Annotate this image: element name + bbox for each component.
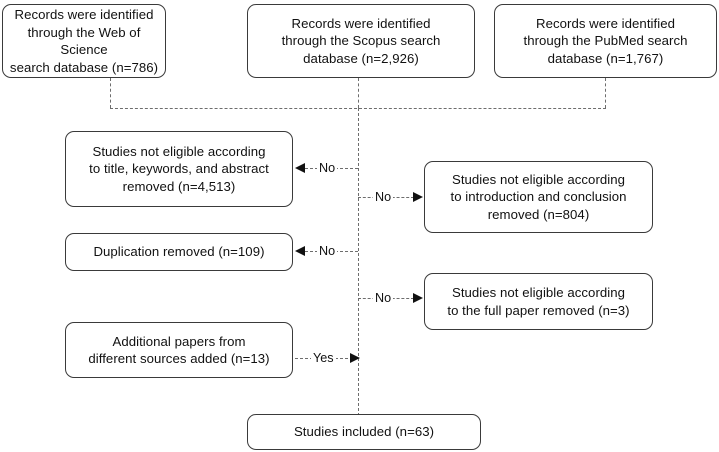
arrowhead-no-1-right: [413, 192, 423, 202]
edge-label-no-1-left: No: [317, 161, 338, 175]
arrowhead-no-2-right: [413, 293, 423, 303]
connector-wos-drop: [110, 78, 111, 108]
source-box-pubmed: Records were identified through the PubMe…: [494, 4, 717, 78]
connector-scopus-drop: [358, 78, 359, 108]
exclusion-line-2: to the full paper removed (n=3): [447, 302, 630, 318]
source-box-text: Records were identified through the Scopu…: [254, 15, 468, 68]
exclusion-box-full-paper: Studies not eligible according to the ful…: [424, 273, 653, 330]
inclusion-line-2: different sources added (n=13): [88, 351, 270, 366]
source-line-2: through the PubMed search: [523, 33, 688, 49]
source-line-3: database (n=1,767): [547, 50, 664, 66]
edge-label-yes-1: Yes: [311, 351, 336, 365]
source-box-web-of-science: Records were identified through the Web o…: [2, 4, 166, 78]
exclusion-box-introduction-conclusion: Studies not eligible according to introdu…: [424, 161, 653, 233]
exclusion-line-1: Studies not eligible according: [451, 171, 626, 187]
result-box-studies-included: Studies included (n=63): [247, 414, 481, 450]
exclusion-line-3: removed (n=4,513): [122, 178, 236, 194]
inclusion-box-text: Additional papers from different sources …: [72, 333, 286, 368]
source-line-3: database (n=2,926): [303, 50, 419, 66]
connector-main-spine: [358, 108, 359, 416]
arrowhead-no-1-left: [295, 163, 305, 173]
source-line-2: through the Scopus search: [281, 33, 441, 49]
edge-label-no-2-right: No: [373, 291, 394, 305]
exclusion-box-duplication: Duplication removed (n=109): [65, 233, 293, 271]
source-line-1: Records were identified: [14, 7, 154, 22]
source-line-3: search database (n=786): [9, 59, 159, 75]
edge-label-no-1-right: No: [373, 190, 394, 204]
exclusion-box-text: Studies not eligible according to the ful…: [431, 284, 646, 319]
exclusion-line-1: Studies not eligible according: [451, 285, 626, 300]
arrowhead-no-2-left: [295, 246, 305, 256]
result-box-text: Studies included (n=63): [293, 424, 435, 440]
source-box-text: Records were identified through the Web o…: [9, 6, 159, 76]
source-line-1: Records were identified: [291, 15, 431, 31]
source-box-scopus: Records were identified through the Scopu…: [247, 4, 475, 78]
exclusion-box-title-keywords-abstract: Studies not eligible according to title, …: [65, 131, 293, 207]
connector-pubmed-drop: [605, 78, 606, 108]
source-box-text: Records were identified through the PubMe…: [501, 15, 710, 68]
exclusion-line-3: removed (n=804): [487, 206, 590, 222]
arrowhead-yes-1: [350, 353, 360, 363]
exclusion-line-1: Studies not eligible according: [92, 143, 266, 159]
exclusion-line-2: to introduction and conclusion: [450, 189, 627, 205]
inclusion-box-additional-papers: Additional papers from different sources …: [65, 322, 293, 378]
source-line-2: through the Web of Science: [27, 24, 141, 58]
exclusion-line-2: to title, keywords, and abstract: [89, 161, 269, 177]
exclusion-line-1: Duplication removed (n=109): [93, 244, 265, 260]
exclusion-box-text: Studies not eligible according to introdu…: [431, 171, 646, 224]
exclusion-box-text: Studies not eligible according to title, …: [72, 143, 286, 196]
edge-label-no-2-left: No: [317, 244, 338, 258]
source-line-1: Records were identified: [536, 15, 675, 31]
exclusion-box-text: Duplication removed (n=109): [72, 243, 286, 261]
inclusion-line-1: Additional papers from: [112, 333, 246, 349]
